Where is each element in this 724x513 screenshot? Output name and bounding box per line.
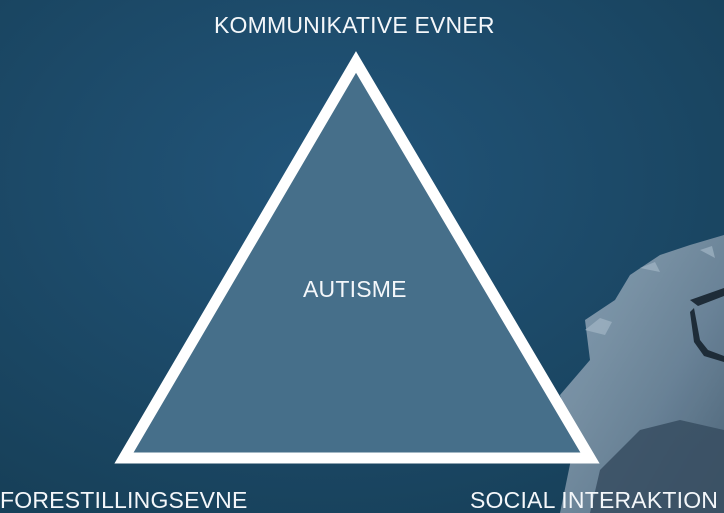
triangle: [114, 51, 600, 464]
top-label: KOMMUNIKATIVE EVNER: [214, 12, 495, 38]
background-photo: [560, 235, 724, 513]
bottom-left-label: FORESTILLINGSEVNE: [0, 487, 248, 513]
center-label: AUTISME: [303, 276, 407, 302]
bottom-right-label: SOCIAL INTERAKTION: [470, 487, 719, 513]
